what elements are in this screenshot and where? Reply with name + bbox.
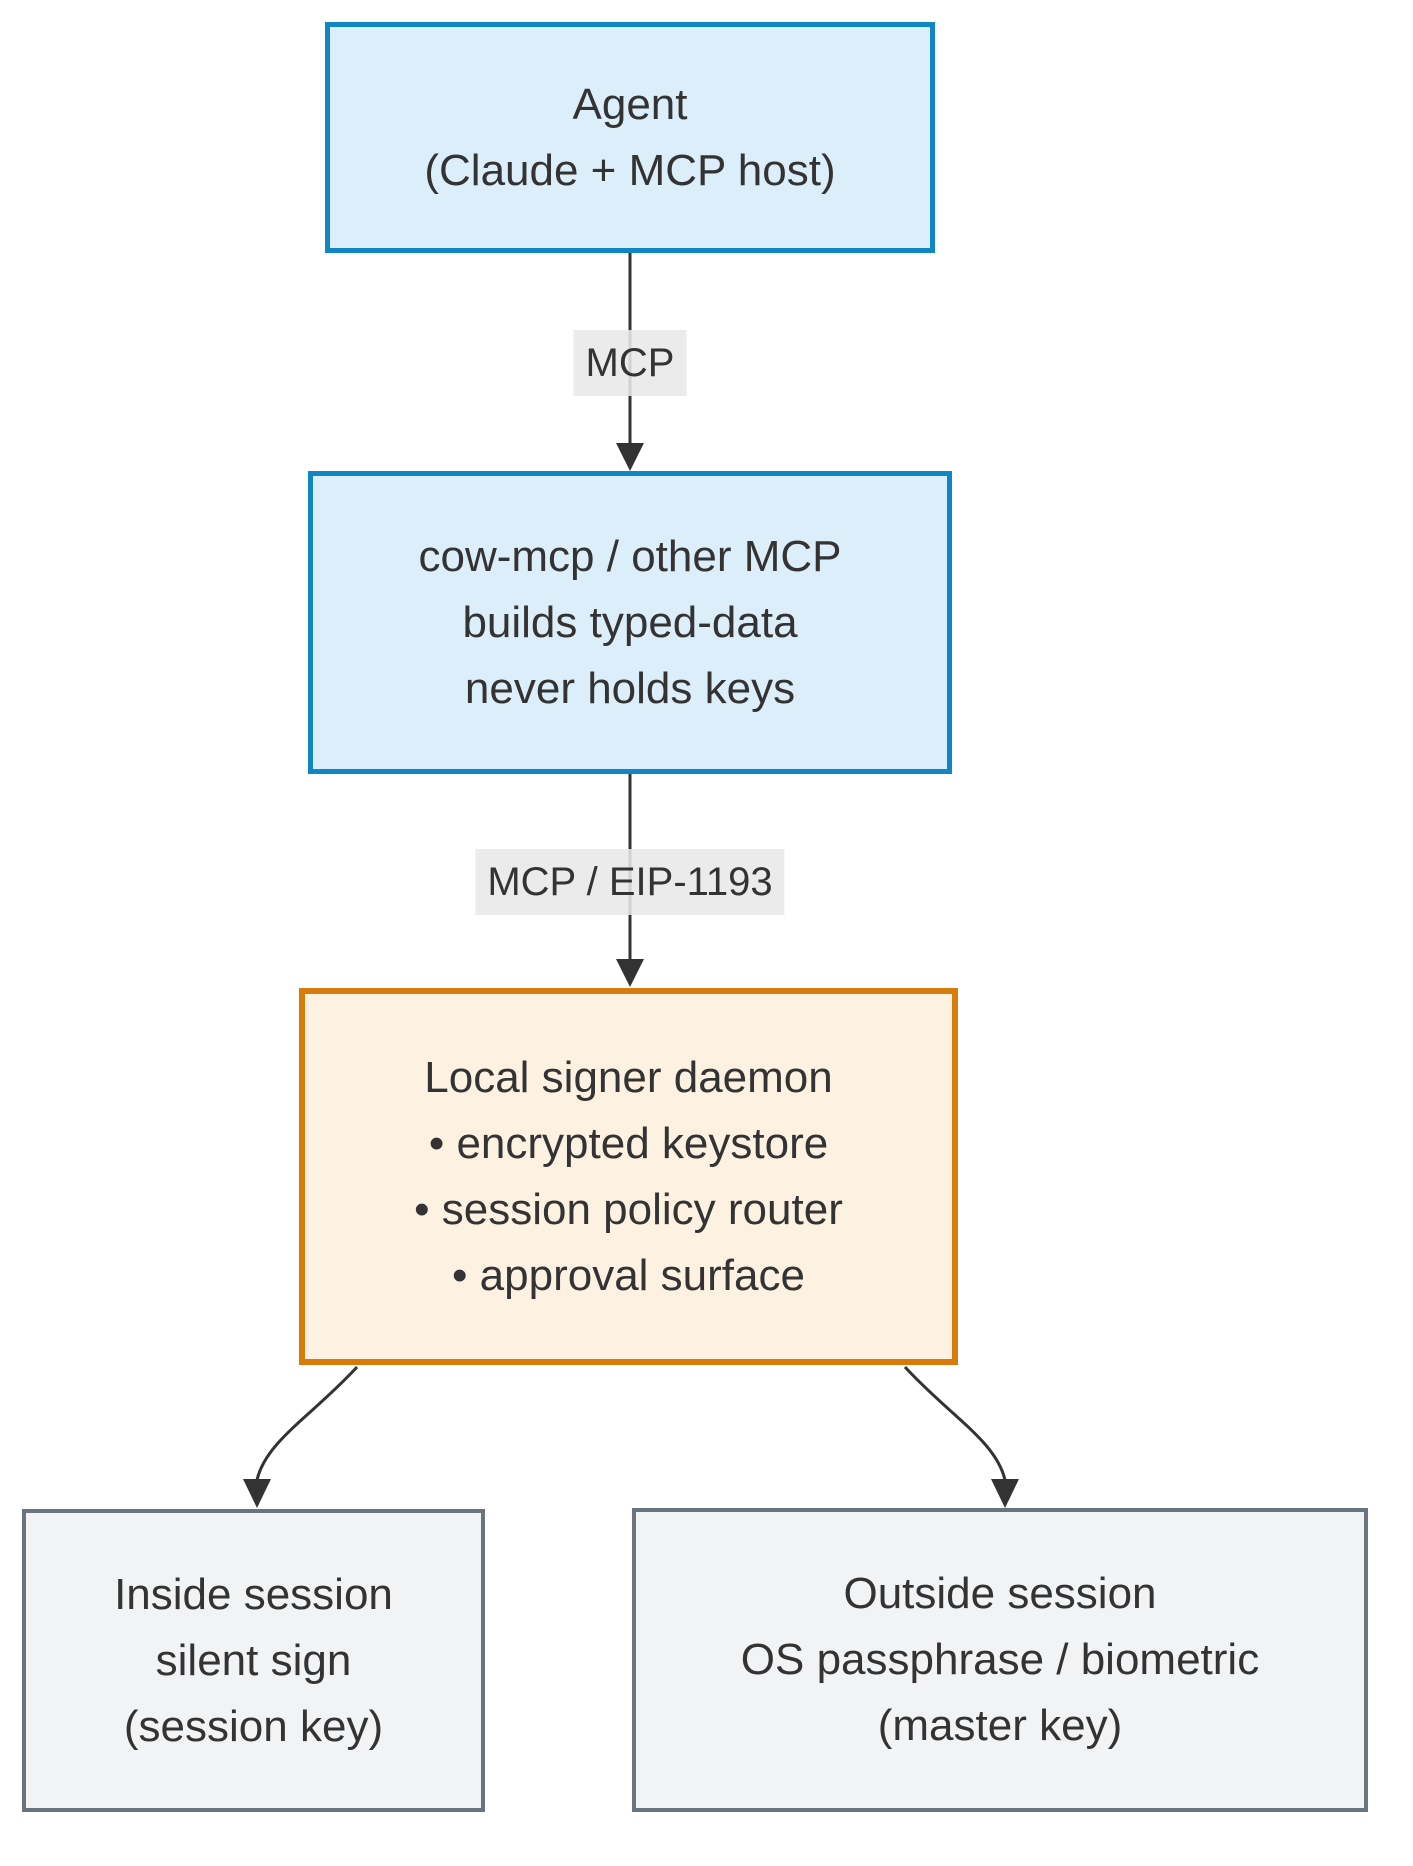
node-inside-session-line: silent sign (155, 1635, 352, 1685)
edge-agent-to-mcp-arrowhead-icon (616, 443, 644, 471)
node-inside-session: Inside session silent sign (session key) (22, 1509, 485, 1812)
edge-mcp-to-signer-arrowhead-icon (616, 959, 644, 987)
edge-signer-to-outside-line (903, 1365, 1007, 1481)
node-outside-session-line: OS passphrase / biometric (740, 1635, 1260, 1684)
node-mcp-server: cow-mcp / other MCP builds typed-data ne… (308, 471, 952, 774)
node-signer-daemon-line: • encrypted keystore (428, 1118, 829, 1168)
edge-label-mcp-eip-1193: MCP / EIP-1193 (475, 849, 785, 915)
node-agent-line: Agent (572, 79, 688, 129)
node-inside-session-line: Inside session (114, 1569, 393, 1619)
edge-signer-to-outside-arrowhead-icon (991, 1479, 1019, 1508)
node-signer-daemon-line: • approval surface (452, 1250, 805, 1300)
node-outside-session-line: Outside session (843, 1569, 1157, 1618)
node-agent: Agent (Claude + MCP host) (325, 22, 935, 253)
node-signer-daemon-line: Local signer daemon (424, 1052, 833, 1102)
edge-signer-to-inside-arrowhead-icon (243, 1479, 271, 1508)
node-outside-session: Outside session OS passphrase / biometri… (632, 1508, 1368, 1812)
node-agent-line: (Claude + MCP host) (424, 145, 836, 195)
node-mcp-server-line: cow-mcp / other MCP (418, 531, 842, 581)
node-mcp-server-line: never holds keys (464, 663, 796, 713)
node-outside-session-line: (master key) (877, 1701, 1123, 1750)
edge-label-mcp: MCP (573, 330, 687, 396)
node-signer-daemon: Local signer daemon • encrypted keystore… (299, 988, 958, 1365)
node-signer-daemon-line: • session policy router (414, 1184, 843, 1234)
node-mcp-server-line: builds typed-data (462, 597, 798, 647)
edge-signer-to-inside-line (255, 1365, 359, 1481)
node-inside-session-line: (session key) (123, 1701, 384, 1751)
